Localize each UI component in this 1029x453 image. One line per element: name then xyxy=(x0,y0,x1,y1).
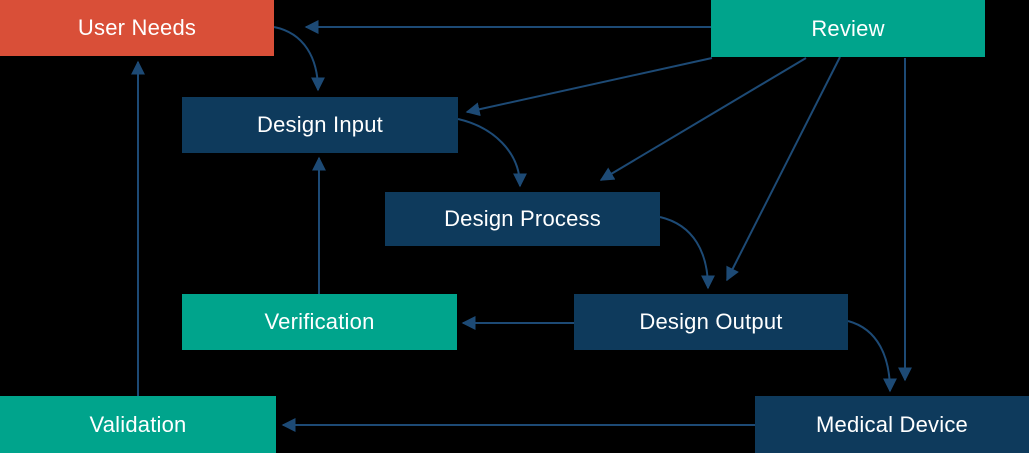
node-design-process-label: Design Process xyxy=(444,206,601,231)
node-design-input: Design Input xyxy=(182,97,458,153)
node-user-needs-label: User Needs xyxy=(77,15,197,40)
arrow-user-needs-to-design-input xyxy=(273,26,325,92)
arrow-design-process-to-design-output xyxy=(659,216,715,290)
node-design-input-label: Design Input xyxy=(257,112,383,137)
arrow-design-input-to-design-process xyxy=(457,118,527,188)
node-medical-device: Medical Device xyxy=(755,396,1029,453)
node-design-process: Design Process xyxy=(385,192,660,246)
node-user-needs: User Needs xyxy=(0,0,274,56)
arrow-design-output-to-medical-device xyxy=(847,320,897,393)
node-verification: Verification xyxy=(182,294,457,350)
arrow-review-to-design-output xyxy=(726,56,841,282)
arrow-review-to-design-input xyxy=(465,57,713,117)
node-review: Review xyxy=(711,0,985,57)
node-validation: Validation xyxy=(0,396,276,453)
node-medical-device-label: Medical Device xyxy=(816,411,968,437)
node-design-output: Design Output xyxy=(574,294,848,350)
node-validation-label: Validation xyxy=(89,411,187,437)
node-review-label: Review xyxy=(811,15,885,41)
arrow-review-to-design-process xyxy=(599,57,807,181)
node-design-output-label: Design Output xyxy=(639,309,783,334)
node-verification-label: Verification xyxy=(264,309,375,334)
